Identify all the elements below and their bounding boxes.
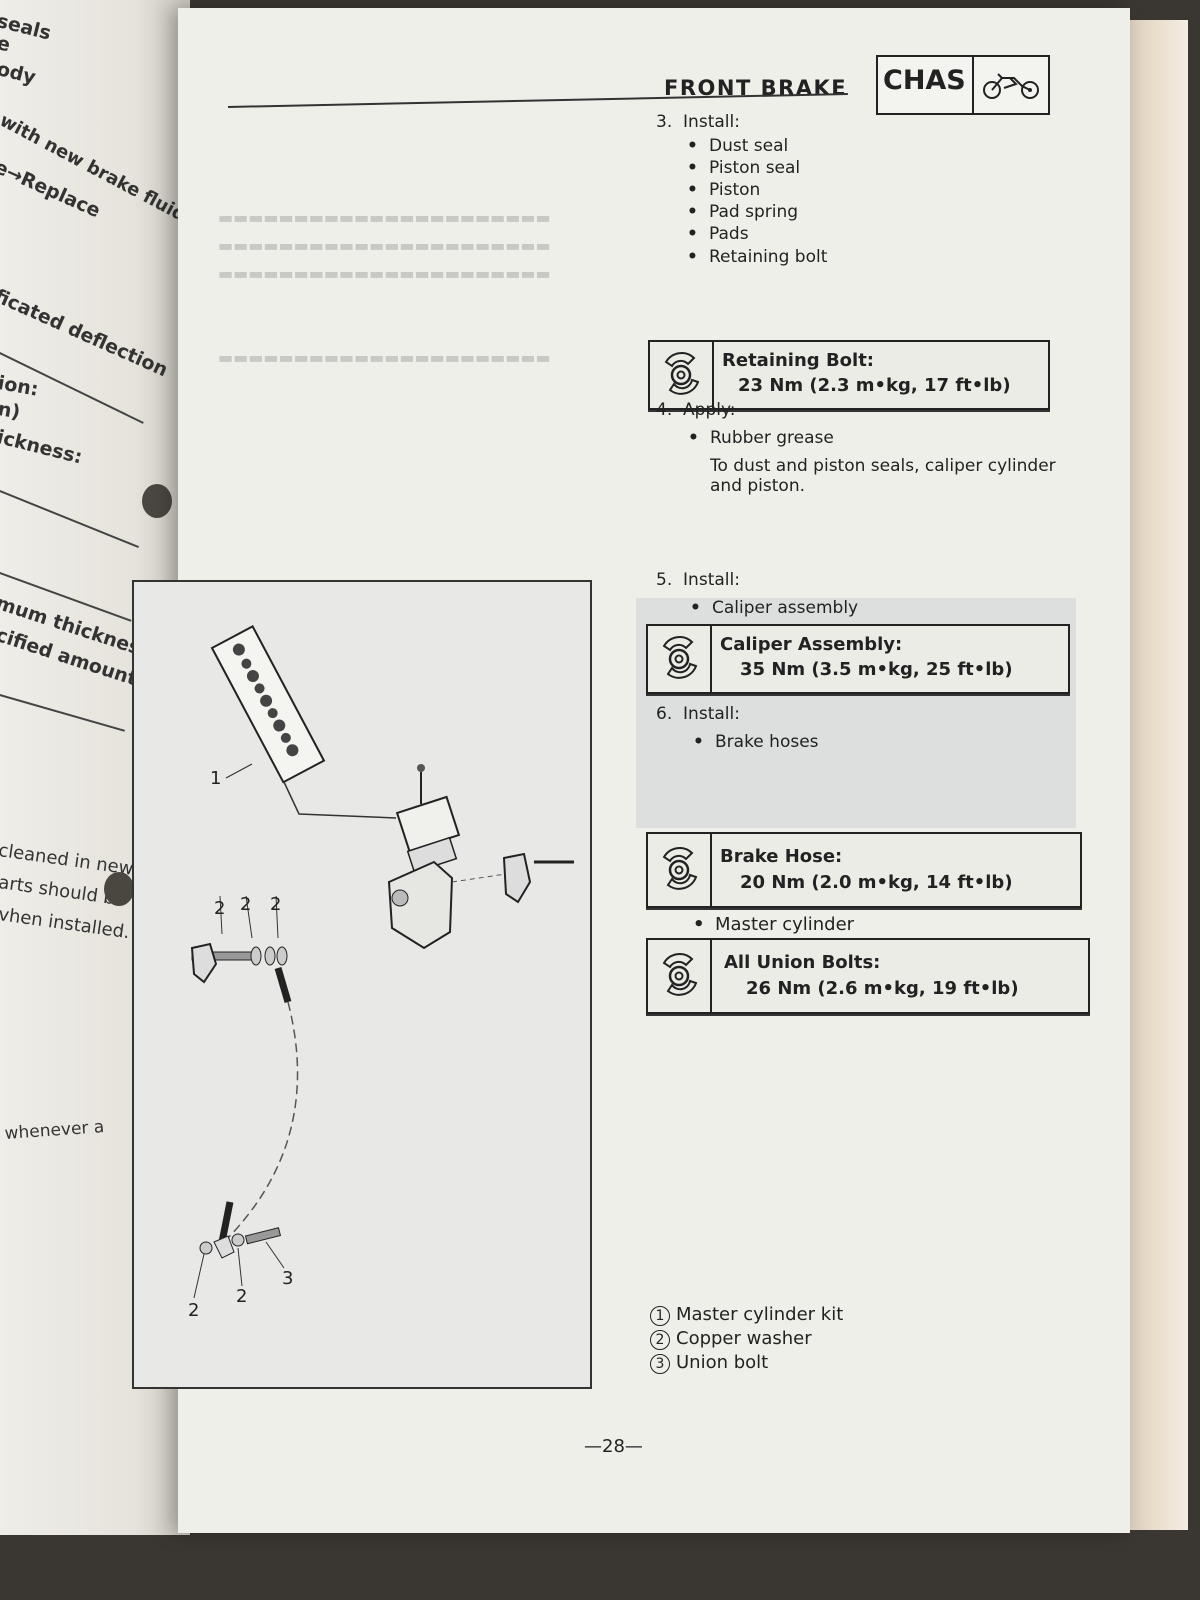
list-item: Caliper assembly <box>690 598 858 618</box>
exploded-diagram: 1 2 2 2 3 2 2 3 <box>132 580 592 1389</box>
header-rule <box>228 93 848 108</box>
list-item: Retaining bolt <box>687 247 827 267</box>
torque-wrench-icon <box>648 834 712 906</box>
step-label: Install: <box>683 112 740 132</box>
legend-number: 1 <box>650 1306 670 1326</box>
legend-number: 3 <box>650 1354 670 1374</box>
left-divider <box>0 694 125 732</box>
step-6: 6. Install: <box>656 704 740 724</box>
left-fragment: e <box>0 32 13 57</box>
left-divider <box>0 490 140 549</box>
left-fragment: ody <box>0 58 38 89</box>
list-item: Piston <box>687 180 760 200</box>
step-number: 3. <box>656 112 673 132</box>
spec-value: 26 Nm (2.6 m•kg, 19 ft•lb) <box>746 978 1019 999</box>
torque-wrench-icon <box>648 940 712 1012</box>
callout-number: 2 <box>240 894 252 915</box>
master-cylinder-illustration <box>190 625 574 1299</box>
binder-hole <box>142 484 172 518</box>
chapter-tab: CHAS <box>876 55 1050 115</box>
callout-number: 2 <box>214 898 226 919</box>
callout-number: 1 <box>210 768 222 789</box>
step-5: 5. Install: <box>656 570 740 590</box>
step-3: 3. Install: <box>656 112 740 132</box>
legend-label: Union bolt <box>676 1352 769 1373</box>
callout-number: 2 <box>188 1300 200 1321</box>
left-fragment: n) <box>0 398 22 424</box>
list-item: Master cylinder <box>693 914 854 935</box>
step-label: Apply: <box>683 400 736 420</box>
torque-spec-retaining-bolt: Retaining Bolt: 23 Nm (2.3 m•kg, 17 ft•l… <box>648 340 1050 410</box>
torque-spec-caliper-assembly: Caliper Assembly: 35 Nm (3.5 m•kg, 25 ft… <box>646 624 1070 694</box>
bleed-through-text: ▬▬▬▬▬▬▬▬▬▬▬▬▬▬▬▬▬▬▬▬▬▬ <box>218 264 551 283</box>
manual-page: ▬▬▬▬▬▬▬▬▬▬▬▬▬▬▬▬▬▬▬▬▬▬ ▬▬▬▬▬▬▬▬▬▬▬▬▬▬▬▬▬… <box>132 8 1130 1533</box>
step-number: 4. <box>656 400 673 420</box>
legend-label: Master cylinder kit <box>676 1304 844 1325</box>
legend-number: 2 <box>650 1330 670 1350</box>
step-4: 4. Apply: <box>656 400 736 420</box>
step-label: Install: <box>683 570 740 590</box>
motorcycle-icon <box>974 57 1048 113</box>
chapter-label: CHAS <box>878 57 974 113</box>
left-fragment: ion: <box>0 372 41 401</box>
torque-wrench-icon <box>648 626 712 692</box>
bleed-through-text: ▬▬▬▬▬▬▬▬▬▬▬▬▬▬▬▬▬▬▬▬▬▬ <box>218 236 551 255</box>
page-number: —28— <box>584 1436 643 1457</box>
torque-spec-union-bolts: All Union Bolts: 26 Nm (2.6 m•kg, 19 ft•… <box>646 938 1090 1014</box>
spec-title: Retaining Bolt: <box>722 350 874 371</box>
bleed-through-text: ▬▬▬▬▬▬▬▬▬▬▬▬▬▬▬▬▬▬▬▬▬▬ <box>218 208 551 227</box>
spec-title: Caliper Assembly: <box>720 634 903 655</box>
spec-value: 23 Nm (2.3 m•kg, 17 ft•lb) <box>738 375 1011 396</box>
left-fragment: whenever a <box>4 1117 105 1144</box>
left-fragment: ickness: <box>0 426 85 469</box>
step-number: 5. <box>656 570 673 590</box>
legend-label: Copper washer <box>676 1328 812 1349</box>
list-item: Piston seal <box>687 158 800 178</box>
left-fragment: vhen installed. <box>0 904 132 944</box>
spec-value: 35 Nm (3.5 m•kg, 25 ft•lb) <box>740 659 1013 680</box>
legend-item: 2 Copper washer <box>650 1328 812 1350</box>
callout-number: 2 <box>270 894 282 915</box>
spec-title: All Union Bolts: <box>724 952 881 973</box>
spec-value: 20 Nm (2.0 m•kg, 14 ft•lb) <box>740 872 1013 893</box>
list-item: Brake hoses <box>693 732 818 752</box>
callout-number: 3 <box>282 1268 294 1289</box>
list-item: Rubber grease <box>688 428 834 448</box>
step-number: 6. <box>656 704 673 724</box>
binder-hole <box>104 872 134 906</box>
torque-spec-brake-hose: Brake Hose: 20 Nm (2.0 m•kg, 14 ft•lb) <box>646 832 1082 908</box>
legend-item: 1 Master cylinder kit <box>650 1304 843 1326</box>
legend-item: 3 Union bolt <box>650 1352 768 1374</box>
list-item: Pad spring <box>687 202 798 222</box>
step-note-line: and piston. <box>710 476 806 496</box>
callout-number: 2 <box>236 1286 248 1307</box>
step-label: Install: <box>683 704 740 724</box>
page-stack-edge <box>1128 20 1188 1530</box>
bleed-through-text: ▬▬▬▬▬▬▬▬▬▬▬▬▬▬▬▬▬▬▬▬▬▬ <box>218 348 551 367</box>
spec-title: Brake Hose: <box>720 846 843 867</box>
torque-wrench-icon <box>650 342 714 408</box>
list-item: Dust seal <box>687 136 788 156</box>
step-note-line: To dust and piston seals, caliper cylind… <box>710 456 1056 476</box>
list-item: Pads <box>687 224 748 244</box>
